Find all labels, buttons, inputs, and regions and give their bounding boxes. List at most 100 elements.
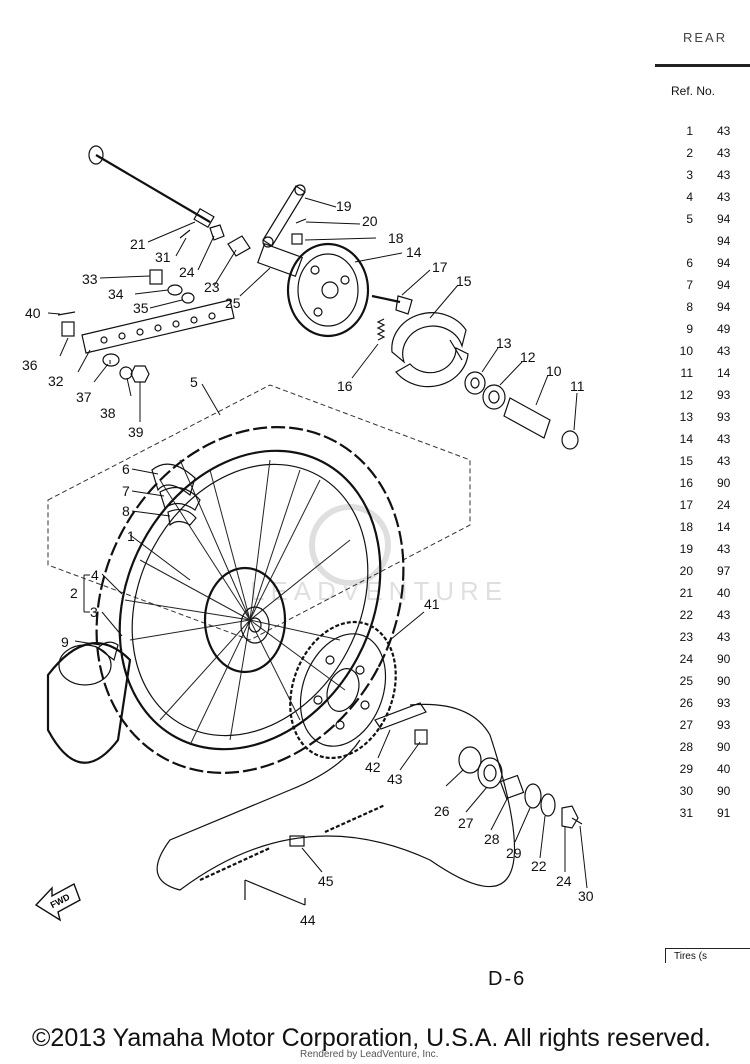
part-no: 43 (717, 542, 731, 556)
ref-no: 13 (679, 410, 693, 424)
cotter-31 (179, 229, 191, 239)
ref-no: 2 (686, 146, 693, 160)
part-no: 91 (717, 806, 731, 820)
washer-37 (102, 353, 120, 367)
callout-1: 1 (127, 528, 135, 544)
washer-34 (167, 284, 183, 296)
ref-no: 22 (679, 608, 693, 622)
washer-23 (227, 235, 251, 257)
ref-no: 6 (686, 256, 693, 270)
table-row: 2 43 (655, 146, 750, 166)
ref-no: 5 (686, 212, 693, 226)
ref-no: 14 (679, 432, 693, 446)
callout-23: 23 (204, 279, 220, 295)
brake-cam (371, 294, 413, 315)
table-row: 28 90 (655, 740, 750, 760)
rear-wheel (95, 426, 405, 774)
callout-42: 42 (365, 759, 381, 775)
callout-20: 20 (362, 213, 378, 229)
ref-no: 25 (679, 674, 693, 688)
callout-30: 30 (578, 888, 594, 904)
table-row: 25 90 (655, 674, 750, 694)
hub-bearings (464, 371, 579, 450)
callout-32: 32 (48, 373, 64, 389)
rendered-by-note: Rendered by LeadVenture, Inc. (300, 1049, 439, 1060)
part-no: 43 (717, 190, 731, 204)
callout-35: 35 (133, 300, 149, 316)
callout-29: 29 (506, 845, 522, 861)
small-hardware (57, 224, 251, 383)
ref-no: 18 (679, 520, 693, 534)
collar-11 (561, 430, 579, 450)
part-no: 43 (717, 454, 731, 468)
ref-no: 24 (679, 652, 693, 666)
callout-18: 18 (388, 230, 404, 246)
washer-38 (119, 366, 133, 380)
ref-no: 28 (679, 740, 693, 754)
callout-27: 27 (458, 815, 474, 831)
callout-36: 36 (22, 357, 38, 373)
part-no: 14 (717, 520, 731, 534)
ref-no: 21 (679, 586, 693, 600)
valve-9 (97, 641, 119, 662)
assembly-outline (47, 384, 471, 641)
table-row: 21 40 (655, 586, 750, 606)
table-row: 22 43 (655, 608, 750, 628)
callout-44: 44 (300, 912, 316, 928)
part-no: 43 (717, 146, 731, 160)
bolt-33 (149, 269, 163, 285)
table-header-ref-no: Ref. No. (671, 84, 716, 98)
callout-17: 17 (432, 259, 448, 275)
part-no: 90 (717, 674, 731, 688)
ref-no: 23 (679, 630, 693, 644)
sprocket-fasteners (374, 702, 428, 745)
chain-adjuster-plate (81, 299, 235, 354)
ref-no: 31 (679, 806, 693, 820)
callout-43: 43 (387, 771, 403, 787)
callout-31: 31 (155, 249, 171, 265)
table-rule (655, 64, 750, 67)
table-row: 5 94 (655, 212, 750, 232)
ref-no: 27 (679, 718, 693, 732)
callout-22: 22 (531, 858, 547, 874)
fwd-arrow-icon: FWD (34, 882, 81, 922)
svg-text:LEADVENTURE: LEADVENTURE (250, 576, 508, 606)
part-no: 43 (717, 608, 731, 622)
part-no: 49 (717, 322, 731, 336)
part-no: 43 (717, 168, 731, 182)
cotter-40 (57, 311, 76, 316)
part-no: 93 (717, 388, 731, 402)
callout-8: 8 (122, 503, 130, 519)
sprocket-hub-parts (458, 746, 583, 829)
part-no: 93 (717, 718, 731, 732)
part-no: 90 (717, 740, 731, 754)
callout-10: 10 (546, 363, 562, 379)
torque-arm (262, 184, 307, 248)
part-no: 97 (717, 564, 731, 578)
callout-40: 40 (25, 305, 41, 321)
callout-2: 2 (70, 585, 78, 601)
part-no: 94 (717, 212, 731, 226)
table-row: 3 43 (655, 168, 750, 188)
callout-26: 26 (434, 803, 450, 819)
part-no: 40 (717, 586, 731, 600)
ref-no: 30 (679, 784, 693, 798)
page-label: D-6 (488, 968, 527, 990)
ref-no: 3 (686, 168, 693, 182)
chain-joint-45 (289, 835, 305, 847)
callout-4: 4 (91, 567, 99, 583)
callout-13: 13 (496, 335, 512, 351)
